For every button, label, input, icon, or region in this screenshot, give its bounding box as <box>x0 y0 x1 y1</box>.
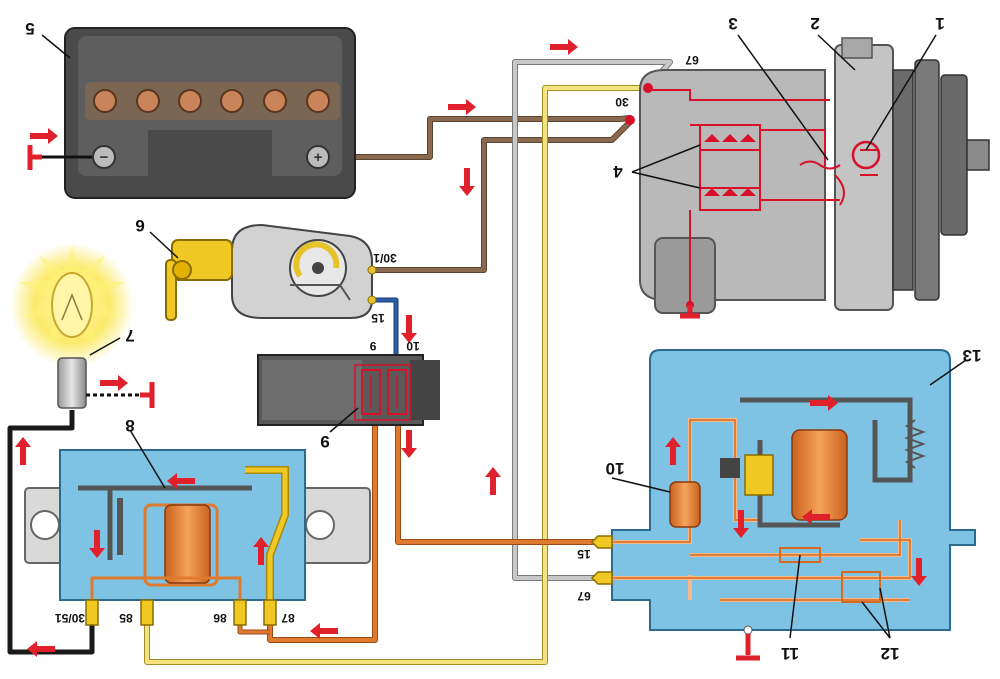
relay <box>24 449 371 605</box>
callout-11: 11 <box>781 644 799 663</box>
generator-terminal-30 <box>625 115 635 125</box>
generator-brush-motor <box>851 140 881 170</box>
battery-negative-terminal <box>92 145 116 169</box>
wire-relay-to-lamp <box>7 410 95 655</box>
regulator-spring <box>904 419 926 469</box>
voltage-regulator <box>610 349 976 635</box>
callout-10: 10 <box>606 459 625 478</box>
switch-terminal-15 <box>367 295 377 305</box>
lamp-ground-symbol <box>86 382 155 408</box>
label-relay-85: 85 <box>119 611 133 625</box>
label-gen-30: 30 <box>615 95 629 109</box>
callout-12: 12 <box>881 644 900 663</box>
terminal-labels: 67 30 30/1 15 10 9 30/51 85 86 87 15 67 <box>55 53 699 625</box>
battery-positive-terminal <box>306 145 330 169</box>
label-relay-30-51: 30/51 <box>55 611 85 625</box>
relay-coil <box>164 504 211 584</box>
label-reg-67: 67 <box>577 589 591 603</box>
callout-9: 9 <box>320 432 329 451</box>
fuse-10 <box>387 369 407 415</box>
label-switch-30-1: 30/1 <box>373 251 397 265</box>
charge-warning-lamp <box>10 243 134 409</box>
callout-4: 4 <box>613 162 623 181</box>
svg-text:+: + <box>314 149 323 166</box>
svg-text:−: − <box>100 149 109 166</box>
label-reg-15: 15 <box>577 547 591 561</box>
callout-6: 6 <box>135 216 144 235</box>
callout-labels: 1 2 3 4 5 6 7 8 9 10 11 12 13 <box>25 14 981 663</box>
relay-pins <box>85 599 277 626</box>
regulator-ground-symbol <box>736 634 760 661</box>
label-relay-87: 87 <box>281 611 295 625</box>
switch-terminal-30-1 <box>367 265 377 275</box>
callout-leaders <box>41 34 967 639</box>
battery: − + <box>64 27 356 199</box>
generator <box>625 37 990 314</box>
ignition-key-icon <box>165 239 233 321</box>
battery-cell-caps <box>93 89 330 113</box>
ignition-switch <box>231 223 373 319</box>
callout-3: 3 <box>728 14 737 33</box>
current-flow-arrows <box>15 39 927 657</box>
label-switch-15: 15 <box>371 311 385 325</box>
callout-8: 8 <box>125 416 134 435</box>
rectifier-diodes <box>704 134 756 196</box>
regulator-resistor-10 <box>669 481 701 528</box>
generator-terminal-67 <box>643 83 653 93</box>
fuse-block <box>257 354 440 426</box>
callout-7: 7 <box>125 326 134 345</box>
label-fuse-9: 9 <box>369 339 376 353</box>
callout-13: 13 <box>963 346 982 365</box>
regulator-resistor-12 <box>841 571 881 603</box>
callout-1: 1 <box>935 14 944 33</box>
callout-2: 2 <box>810 14 819 33</box>
fuse-9 <box>361 369 381 415</box>
battery-ground-symbol <box>27 145 92 170</box>
wire-switch-to-generator <box>372 119 633 273</box>
generator-ground-symbol <box>680 305 700 319</box>
label-gen-67: 67 <box>685 53 699 67</box>
regulator-terminals <box>590 535 613 585</box>
label-relay-86: 86 <box>213 611 227 625</box>
label-fuse-10: 10 <box>406 339 420 353</box>
wire-fuse-to-regulator-15 <box>395 420 600 545</box>
regulator-resistor-11 <box>779 547 821 563</box>
callout-5: 5 <box>25 19 34 38</box>
regulator-coil <box>791 429 848 521</box>
